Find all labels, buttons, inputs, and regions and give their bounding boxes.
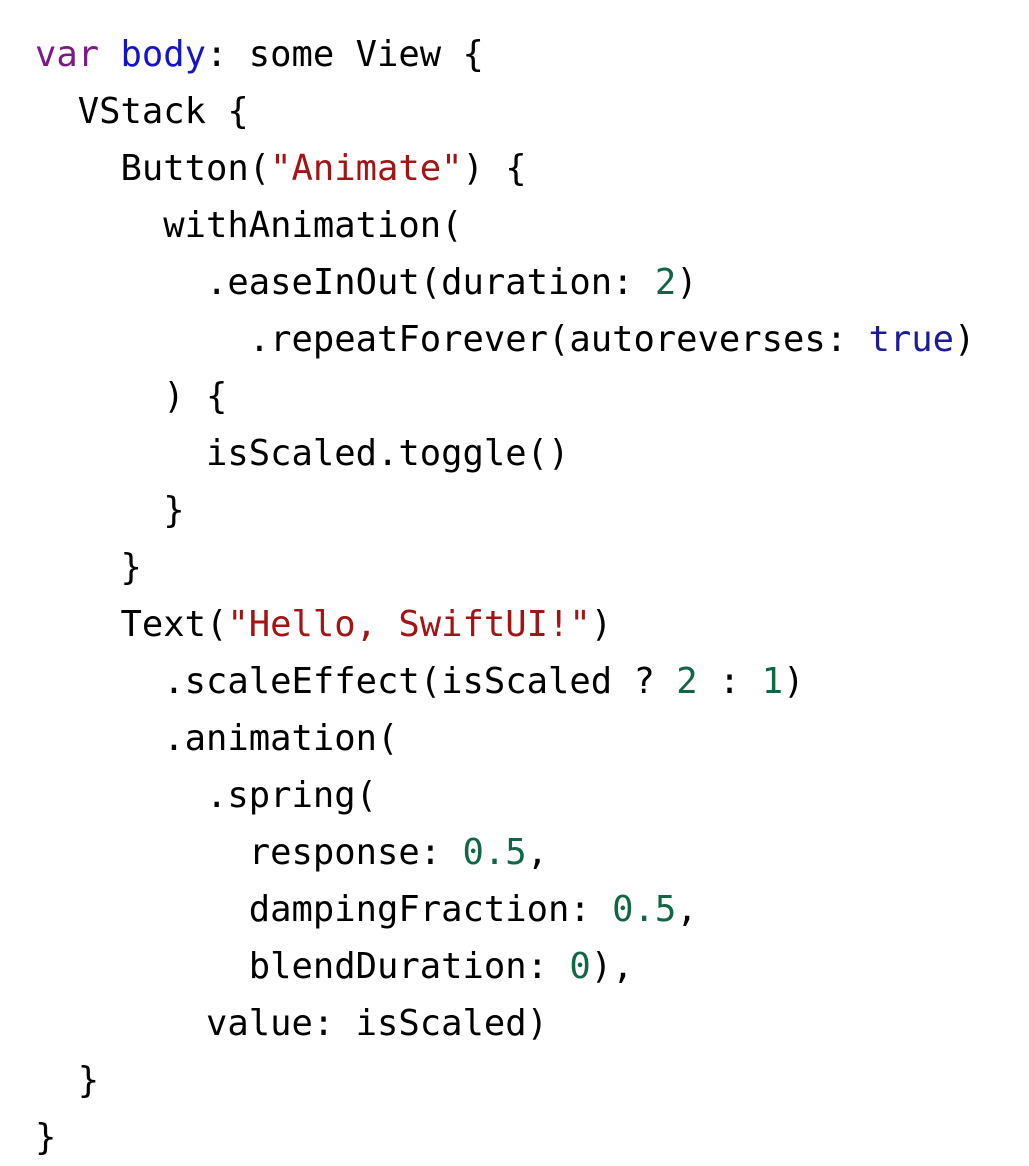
code-token-plain: isScaled.toggle() — [35, 433, 570, 474]
code-token-plain: .animation( — [35, 718, 399, 759]
code-token-plain: ), — [590, 946, 634, 987]
code-token-plain: , — [676, 889, 698, 930]
code-token-literal: true — [868, 319, 955, 360]
code-line: } — [35, 539, 1029, 596]
code-line: .animation( — [35, 710, 1029, 767]
code-line: var body: some View { — [35, 26, 1029, 83]
code-token-plain: : some View { — [206, 34, 484, 75]
code-token-plain: .scaleEffect(isScaled ? — [35, 661, 677, 702]
code-line: isScaled.toggle() — [35, 425, 1029, 482]
code-token-plain: Text( — [35, 604, 228, 645]
code-line: ) { — [35, 368, 1029, 425]
code-token-plain: .spring( — [35, 775, 377, 816]
code-line: } — [35, 1052, 1029, 1109]
code-token-plain: dampingFraction: — [35, 889, 613, 930]
code-line: response: 0.5, — [35, 824, 1029, 881]
code-line: .scaleEffect(isScaled ? 2 : 1) — [35, 653, 1029, 710]
code-token-keyword: var — [35, 34, 100, 75]
code-token-plain: } — [35, 547, 142, 588]
code-line: blendDuration: 0), — [35, 938, 1029, 995]
code-token-plain: Button( — [35, 148, 271, 189]
code-token-plain: } — [35, 490, 185, 531]
code-token-plain: } — [35, 1060, 100, 1101]
code-token-number: 0.5 — [462, 832, 527, 873]
code-line: dampingFraction: 0.5, — [35, 881, 1029, 938]
code-line: .repeatForever(autoreverses: true) — [35, 311, 1029, 368]
code-line: Text("Hello, SwiftUI!") — [35, 596, 1029, 653]
code-token-number: 1 — [761, 661, 784, 702]
code-token-plain: ) — [783, 661, 805, 702]
code-token-plain: ) — [590, 604, 613, 645]
code-token-plain: blendDuration: — [35, 946, 570, 987]
code-token-plain: value: isScaled) — [35, 1003, 548, 1044]
code-token-plain: withAnimation( — [35, 205, 463, 246]
code-line: } — [35, 482, 1029, 539]
code-token-string: "Hello, SwiftUI!" — [227, 604, 591, 645]
code-token-plain: , — [526, 832, 548, 873]
code-token-plain: VStack { — [35, 91, 249, 132]
code-token-plain: ) — [954, 319, 976, 360]
code-line: value: isScaled) — [35, 995, 1029, 1052]
code-token-string: "Animate" — [270, 148, 463, 189]
code-token-number: 0 — [569, 946, 591, 987]
code-token-plain: ) — [676, 262, 698, 303]
code-token-plain: ) { — [35, 376, 228, 417]
code-token-plain: } — [35, 1117, 57, 1158]
code-line: } — [35, 1109, 1029, 1166]
code-line: withAnimation( — [35, 197, 1029, 254]
code-line: .easeInOut(duration: 2) — [35, 254, 1029, 311]
code-token-plain: .repeatForever(autoreverses: — [35, 319, 869, 360]
code-token-plain: response: — [35, 832, 463, 873]
code-line: Button("Animate") { — [35, 140, 1029, 197]
code-token-number: 2 — [654, 262, 677, 303]
code-token-plain — [99, 34, 120, 75]
code-token-plain: .easeInOut(duration: — [35, 262, 655, 303]
code-token-number: 0.5 — [612, 889, 677, 930]
code-token-identifier: body — [120, 34, 207, 75]
code-line: .spring( — [35, 767, 1029, 824]
code-token-plain: : — [697, 661, 762, 702]
code-token-plain: ) { — [462, 148, 527, 189]
code-token-number: 2 — [676, 661, 698, 702]
code-line: VStack { — [35, 83, 1029, 140]
